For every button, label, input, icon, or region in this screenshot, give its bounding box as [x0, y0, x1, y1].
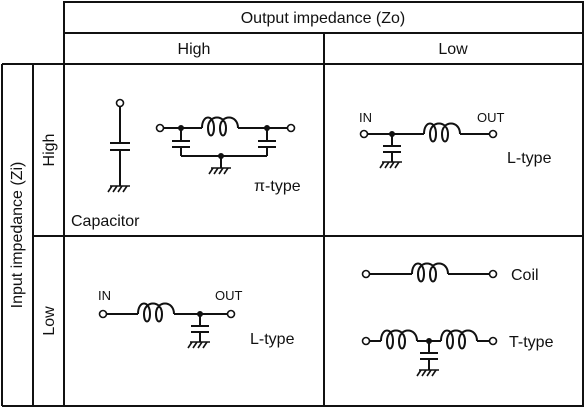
l-type-label-bottom: L-type: [250, 331, 295, 348]
input-impedance-header: Input impedance (Zi): [9, 162, 26, 309]
row-low-label: Low: [41, 306, 58, 336]
out-label-top: OUT: [477, 110, 505, 125]
column-high-label: High: [178, 41, 211, 58]
pi-type-filter-symbol: [155, 116, 296, 175]
l-type-filter-symbol-top: [359, 122, 498, 169]
column-low-label: Low: [438, 41, 468, 58]
pi-type-label: π-type: [254, 178, 301, 195]
output-impedance-header: Output impedance (Zo): [241, 10, 406, 27]
in-label-bottom: IN: [98, 288, 111, 303]
coil-label: Coil: [511, 267, 539, 284]
capacitor-symbol: [107, 98, 131, 193]
in-label-top: IN: [359, 110, 372, 125]
l-type-filter-symbol-bottom: [98, 302, 236, 349]
t-type-label: T-type: [509, 334, 554, 351]
coil-symbol: [361, 262, 498, 283]
t-type-filter-symbol: [361, 329, 498, 377]
out-label-bottom: OUT: [215, 288, 243, 303]
row-high-label: High: [41, 134, 58, 167]
capacitor-label: Capacitor: [71, 213, 140, 230]
l-type-label-top: L-type: [507, 150, 552, 167]
